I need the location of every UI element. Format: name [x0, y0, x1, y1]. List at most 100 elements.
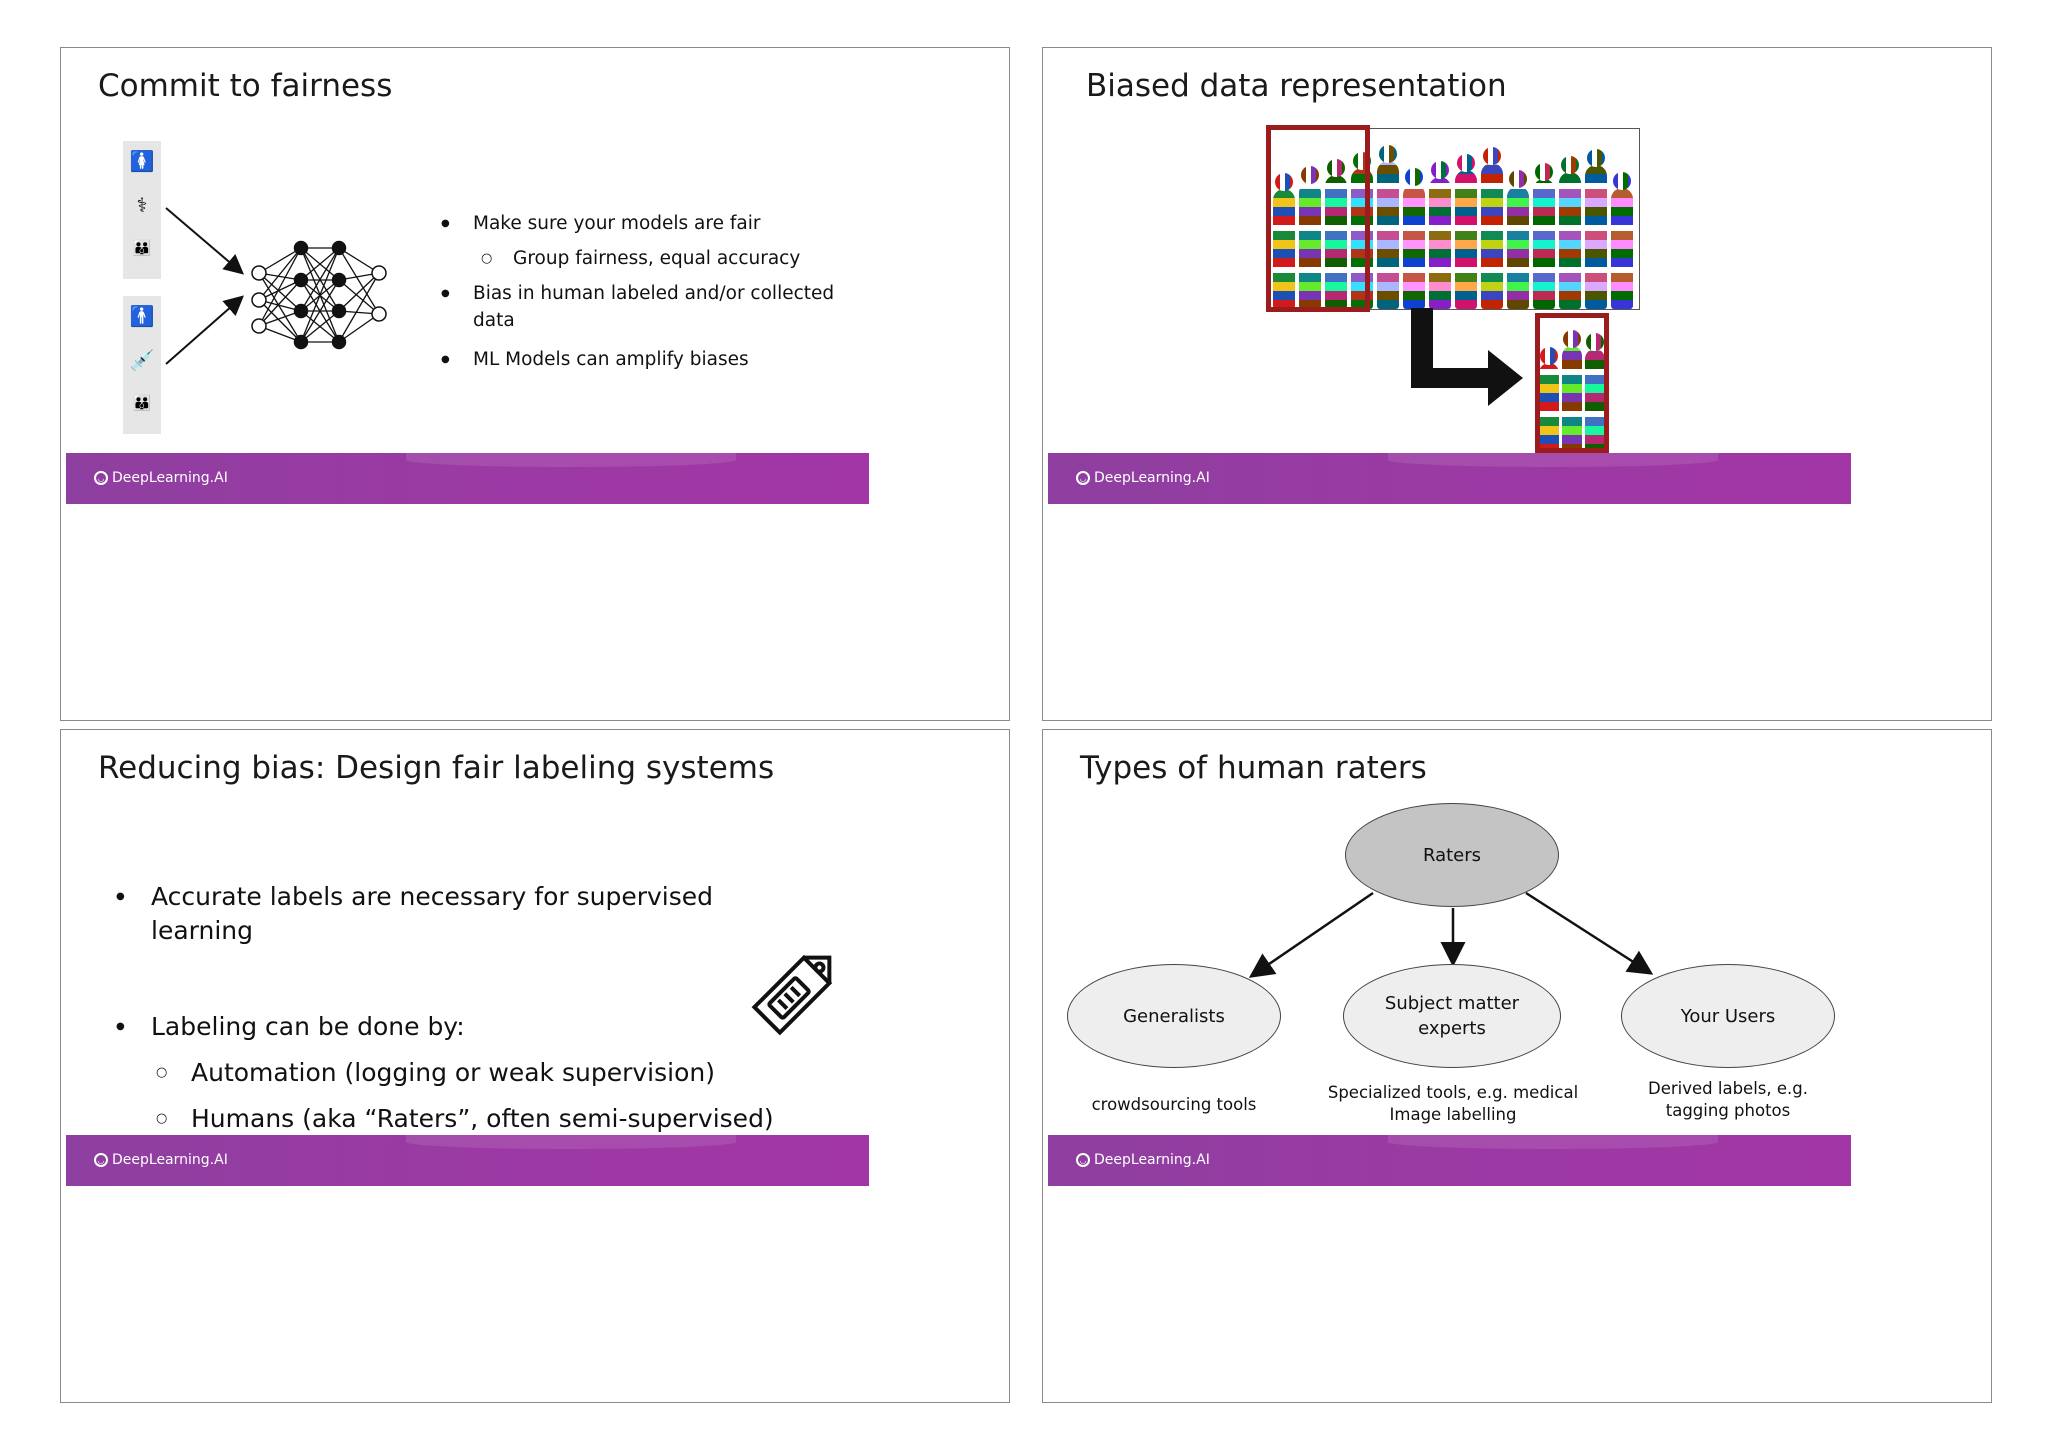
- neural-network-diagram: [165, 207, 387, 365]
- edge-generalists: [1248, 891, 1374, 978]
- flag-person-figure: [1403, 168, 1425, 309]
- sub-bullet-item: Automation (logging or weak supervision): [116, 1056, 816, 1090]
- nn-edge: [258, 279, 302, 301]
- brand-logo: ◡ DeepLearning.AI: [1076, 1152, 1210, 1168]
- nn-node: [331, 272, 347, 288]
- nn-edge: [258, 247, 302, 274]
- nn-node: [371, 306, 387, 322]
- node-subject-matter-experts: Subject matter experts: [1343, 964, 1561, 1068]
- arrow-icon: [1411, 308, 1523, 406]
- flag-person-figure: [1481, 147, 1503, 309]
- nn-node: [331, 303, 347, 319]
- nn-edge: [258, 247, 302, 327]
- woman-icon: 🚺: [129, 149, 155, 173]
- slide-footer: ◡ DeepLearning.AI: [66, 453, 869, 504]
- group-a-panel: 🚺 ⚕ 👪: [123, 141, 161, 279]
- slide-title: Reducing bias: Design fair labeling syst…: [98, 750, 775, 786]
- bullet-item: ML Models can amplify biases: [441, 346, 861, 373]
- brand-name: DeepLearning.AI: [1094, 1152, 1210, 1168]
- slide-types-of-human-raters: Types of human raters Raters Generalists…: [1042, 729, 1992, 1403]
- bullet-item: Accurate labels are necessary for superv…: [116, 880, 816, 948]
- nn-edge: [338, 279, 380, 315]
- flag-person-figure: [1377, 145, 1399, 309]
- flag-person-figure: [1562, 330, 1582, 453]
- nn-edge: [258, 299, 302, 343]
- label-tag-icon: [751, 954, 833, 1036]
- nn-edge: [258, 272, 302, 312]
- slide-title: Types of human raters: [1080, 750, 1427, 786]
- flag-person-figure: [1325, 159, 1347, 309]
- bullet-item: Make sure your models are fair: [441, 210, 861, 237]
- edge-users: [1525, 891, 1654, 975]
- deeplearning-logo-icon: ◡: [94, 1153, 108, 1167]
- nn-edge: [258, 279, 302, 327]
- flag-people-collage: [1268, 128, 1640, 310]
- brand-name: DeepLearning.AI: [1094, 470, 1210, 486]
- brand-logo: ◡ DeepLearning.AI: [94, 470, 228, 486]
- subset-highlight-box: [1535, 313, 1609, 453]
- deeplearning-logo-icon: ◡: [1076, 471, 1090, 485]
- slide-title: Commit to fairness: [98, 68, 393, 104]
- deeplearning-logo-icon: ◡: [94, 471, 108, 485]
- node-label: Your Users: [1680, 1005, 1776, 1027]
- sub-bullet-item: Humans (aka “Raters”, often semi-supervi…: [116, 1102, 816, 1136]
- nn-edge: [338, 313, 380, 343]
- nn-node: [331, 240, 347, 256]
- brand-logo: ◡ DeepLearning.AI: [1076, 470, 1210, 486]
- vaccine-icon: 💉: [129, 348, 155, 372]
- nn-edge: [258, 272, 302, 343]
- nn-edge: [300, 310, 340, 343]
- slide-footer: ◡ DeepLearning.AI: [66, 1135, 869, 1186]
- nn-edge: [338, 272, 380, 312]
- brand-name: DeepLearning.AI: [112, 1152, 228, 1168]
- slide-footer: ◡ DeepLearning.AI: [1048, 453, 1851, 504]
- bullet-item: Labeling can be done by:: [116, 1010, 816, 1044]
- bullet-list: Make sure your models are fair Group fai…: [441, 210, 861, 373]
- node-generalists: Generalists: [1067, 964, 1281, 1068]
- slide-biased-data-representation: Biased data representation ◡ DeepLearning…: [1042, 47, 1992, 721]
- nn-edge: [300, 279, 340, 343]
- brand-name: DeepLearning.AI: [112, 470, 228, 486]
- nn-node: [293, 272, 309, 288]
- flag-person-figure: [1585, 149, 1607, 309]
- family-timeline-icon: 👪: [132, 239, 152, 257]
- nn-edge: [338, 247, 380, 274]
- nn-node: [293, 303, 309, 319]
- slide-footer: ◡ DeepLearning.AI: [1048, 1135, 1851, 1186]
- nn-edge: [300, 247, 340, 343]
- nn-edge: [258, 247, 302, 301]
- flag-person-figure: [1585, 333, 1605, 453]
- flag-person-figure: [1429, 161, 1451, 309]
- family-timeline-icon: 👪: [132, 394, 152, 412]
- flag-person-figure: [1533, 163, 1555, 309]
- slide-title: Biased data representation: [1086, 68, 1507, 104]
- caption-generalists: crowdsourcing tools: [1091, 1095, 1257, 1114]
- nn-node: [371, 265, 387, 281]
- node-label: Generalists: [1123, 1005, 1225, 1027]
- flag-person-figure: [1611, 172, 1633, 309]
- slide-reducing-bias: Reducing bias: Design fair labeling syst…: [60, 729, 1010, 1403]
- caption-experts: Specialized tools, e.g. medical Image la…: [1327, 1083, 1579, 1124]
- flag-person-figure: [1539, 347, 1559, 453]
- flag-person-figure: [1559, 156, 1581, 309]
- flag-person-figure: [1455, 154, 1477, 309]
- deeplearning-logo-icon: ◡: [1076, 1153, 1090, 1167]
- brand-logo: ◡ DeepLearning.AI: [94, 1152, 228, 1168]
- group-b-panel: 🚹 💉 👪: [123, 296, 161, 434]
- nn-node: [251, 318, 267, 334]
- nn-edge: [300, 247, 340, 312]
- nn-edge: [300, 247, 340, 281]
- sub-bullet-item: Group fairness, equal accuracy: [441, 245, 861, 272]
- slide-commit-to-fairness: Commit to fairness 🚺 ⚕ 👪 🚹 💉 👪 Make sure…: [60, 47, 1010, 721]
- rater-tree-connectors: [1248, 891, 1654, 978]
- bullet-list: Accurate labels are necessary for superv…: [116, 880, 816, 1136]
- flag-person-figure: [1507, 170, 1529, 309]
- nn-node: [293, 334, 309, 350]
- nn-node: [331, 334, 347, 350]
- highlight-box: [1266, 125, 1370, 312]
- flag-person-figure: [1273, 173, 1295, 309]
- man-icon: 🚹: [129, 304, 155, 328]
- nn-node: [251, 292, 267, 308]
- stethoscope-icon: ⚕: [136, 193, 148, 217]
- nn-edge: [338, 272, 380, 343]
